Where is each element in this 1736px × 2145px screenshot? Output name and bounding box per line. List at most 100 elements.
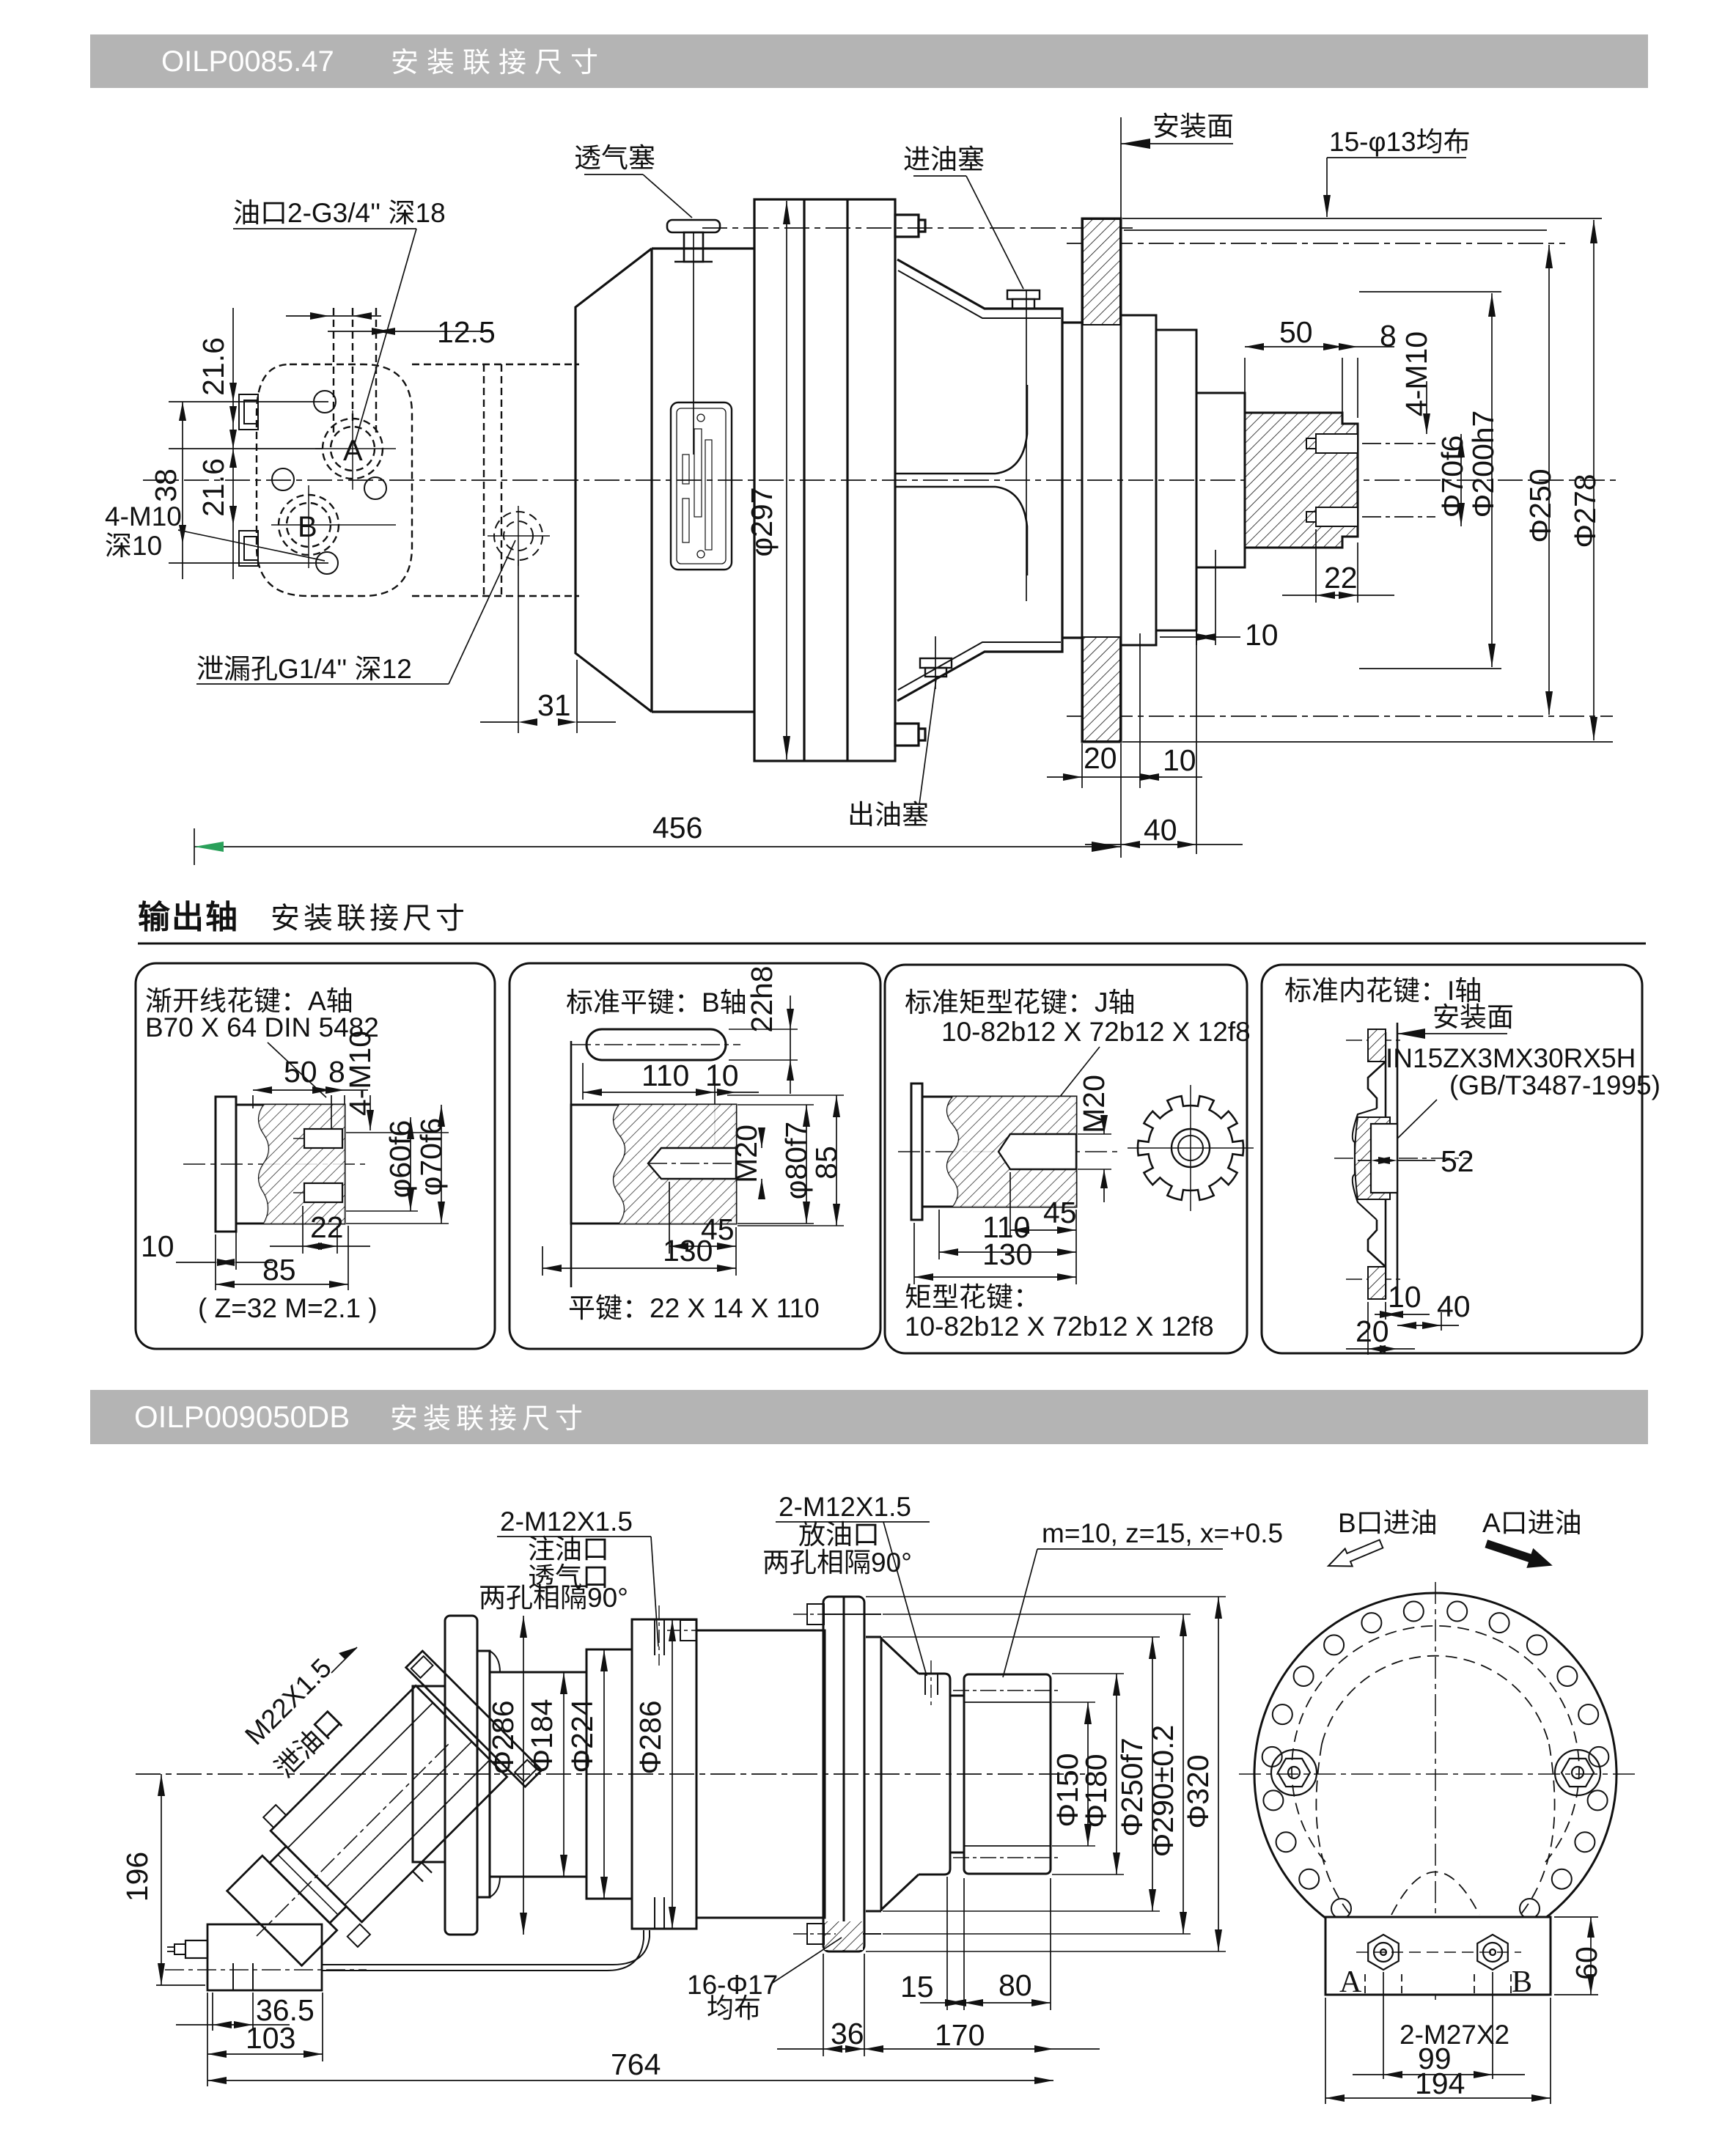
svg-text:IN15ZX3MX30RX5H: IN15ZX3MX30RX5H	[1386, 1043, 1636, 1073]
svg-text:10: 10	[705, 1059, 739, 1092]
svg-text:36.5: 36.5	[256, 1993, 315, 2027]
svg-text:Φ70f6: Φ70f6	[1435, 435, 1469, 518]
svg-text:4-M10: 4-M10	[1400, 331, 1433, 416]
svg-text:B: B	[1512, 1965, 1532, 1999]
svg-text:196: 196	[120, 1852, 154, 1902]
svg-text:2-M27X2: 2-M27X2	[1400, 2020, 1509, 2050]
svg-text:130: 130	[982, 1237, 1032, 1271]
svg-text:20: 20	[1084, 741, 1117, 775]
svg-text:22: 22	[310, 1210, 344, 1244]
svg-text:B: B	[298, 511, 317, 543]
svg-text:Φ184: Φ184	[525, 1699, 559, 1773]
svg-text:均布: 均布	[707, 1993, 761, 2023]
svg-text:764: 764	[611, 2048, 661, 2081]
svg-text:22: 22	[1324, 561, 1358, 595]
svg-text:出油塞: 出油塞	[847, 800, 929, 830]
svg-text:15: 15	[900, 1970, 934, 2004]
svg-text:85: 85	[262, 1253, 296, 1287]
svg-text:透气口: 透气口	[528, 1562, 609, 1592]
svg-text:平键：22 X 14 X 110: 平键：22 X 14 X 110	[568, 1293, 820, 1323]
svg-text:Φ320: Φ320	[1181, 1754, 1215, 1828]
svg-text:10-82b12 X 72b12 X 12f8: 10-82b12 X 72b12 X 12f8	[905, 1311, 1214, 1342]
svg-text:21.6: 21.6	[196, 458, 230, 517]
svg-text:安装面: 安装面	[1432, 1002, 1514, 1032]
svg-text:φ70f6: φ70f6	[414, 1118, 448, 1196]
svg-text:45: 45	[1043, 1196, 1077, 1229]
svg-text:20: 20	[1356, 1314, 1389, 1348]
svg-text:10: 10	[141, 1229, 174, 1263]
svg-text:m=10, z=15, x=+0.5: m=10, z=15, x=+0.5	[1042, 1518, 1283, 1548]
svg-text:B口进油: B口进油	[1338, 1508, 1438, 1538]
svg-text:Φ290±0.2: Φ290±0.2	[1146, 1725, 1180, 1858]
svg-text:Φ250: Φ250	[1523, 468, 1557, 542]
svg-text:2-M12X1.5: 2-M12X1.5	[500, 1506, 633, 1537]
svg-text:80: 80	[998, 1968, 1032, 2002]
svg-text:4-M10: 4-M10	[343, 1031, 377, 1116]
svg-text:36: 36	[831, 2017, 864, 2050]
svg-text:50: 50	[284, 1055, 317, 1089]
svg-text:Φ286: Φ286	[486, 1700, 520, 1774]
svg-text:110: 110	[982, 1210, 1030, 1244]
svg-text:φ297: φ297	[745, 488, 779, 557]
svg-text:Φ278: Φ278	[1568, 474, 1602, 548]
svg-text:(GB/T3487-1995): (GB/T3487-1995)	[1449, 1070, 1660, 1100]
svg-text:103: 103	[246, 2021, 295, 2055]
svg-text:15-φ13均布: 15-φ13均布	[1329, 127, 1471, 157]
svg-text:OILP0085.47: OILP0085.47	[161, 45, 334, 78]
svg-text:2-M12X1.5: 2-M12X1.5	[779, 1492, 911, 1522]
svg-text:50: 50	[1279, 315, 1313, 349]
svg-text:8: 8	[328, 1055, 345, 1089]
svg-text:85: 85	[809, 1146, 843, 1180]
svg-text:45: 45	[701, 1213, 735, 1246]
svg-text:两孔相隔90°: 两孔相隔90°	[479, 1583, 628, 1613]
svg-text:两孔相隔90°: 两孔相隔90°	[762, 1548, 912, 1578]
svg-text:( Z=32 M=2.1 ): ( Z=32 M=2.1 )	[198, 1293, 378, 1323]
svg-text:A口进油: A口进油	[1482, 1508, 1582, 1538]
svg-text:透气塞: 透气塞	[574, 143, 655, 173]
svg-text:8: 8	[1380, 319, 1397, 353]
svg-text:标准平键：B轴: 标准平键：B轴	[566, 987, 747, 1018]
svg-text:OILP009050DB: OILP009050DB	[134, 1399, 350, 1434]
svg-text:Φ180: Φ180	[1079, 1754, 1113, 1828]
svg-text:170: 170	[935, 2018, 985, 2052]
svg-text:21.6: 21.6	[196, 337, 230, 396]
svg-text:22h8: 22h8	[745, 965, 779, 1032]
svg-text:110: 110	[641, 1059, 689, 1092]
svg-text:Φ224: Φ224	[565, 1699, 599, 1773]
svg-text:注油口: 注油口	[528, 1534, 609, 1564]
svg-text:38: 38	[149, 468, 183, 502]
svg-text:130: 130	[663, 1234, 713, 1268]
svg-text:φ80f7: φ80f7	[779, 1122, 813, 1199]
svg-text:99: 99	[1418, 2042, 1452, 2075]
svg-text:A: A	[1339, 1965, 1362, 1999]
svg-text:进油塞: 进油塞	[903, 144, 985, 174]
svg-text:A: A	[343, 435, 363, 467]
svg-text:油口2-G3/4'' 深18: 油口2-G3/4'' 深18	[233, 198, 446, 228]
svg-text:194: 194	[1415, 2067, 1465, 2100]
svg-text:31: 31	[537, 688, 571, 722]
svg-text:10-82b12 X 72b12 X 12f8: 10-82b12 X 72b12 X 12f8	[941, 1017, 1251, 1047]
svg-text:输出轴: 输出轴	[138, 899, 239, 935]
svg-text:10: 10	[1388, 1280, 1421, 1314]
svg-text:安装联接尺寸: 安装联接尺寸	[390, 1404, 588, 1435]
svg-text:放油口: 放油口	[798, 1520, 880, 1550]
svg-text:M20: M20	[729, 1125, 763, 1183]
svg-text:渐开线花键：A轴: 渐开线花键：A轴	[145, 986, 353, 1016]
svg-text:安装面: 安装面	[1152, 111, 1234, 141]
svg-text:Φ150: Φ150	[1051, 1753, 1084, 1827]
svg-text:B70 X 64 DIN 5482: B70 X 64 DIN 5482	[145, 1012, 379, 1042]
svg-text:16-Φ17: 16-Φ17	[687, 1970, 778, 2000]
svg-text:10: 10	[1245, 618, 1279, 652]
svg-text:标准内花键：I轴: 标准内花键：I轴	[1284, 976, 1482, 1006]
svg-text:安装联接尺寸: 安装联接尺寸	[391, 48, 606, 78]
svg-text:12.5: 12.5	[437, 315, 496, 349]
svg-text:Φ200h7: Φ200h7	[1466, 411, 1500, 518]
svg-text:标准矩型花键：J轴: 标准矩型花键：J轴	[905, 987, 1136, 1018]
svg-text:40: 40	[1437, 1289, 1471, 1323]
svg-text:安装联接尺寸: 安装联接尺寸	[271, 902, 468, 935]
svg-text:矩型花键：: 矩型花键：	[905, 1282, 1040, 1312]
svg-text:60: 60	[1570, 1946, 1603, 1980]
svg-text:Φ286: Φ286	[633, 1700, 667, 1774]
svg-text:40: 40	[1144, 813, 1177, 847]
svg-text:10: 10	[1163, 743, 1196, 777]
